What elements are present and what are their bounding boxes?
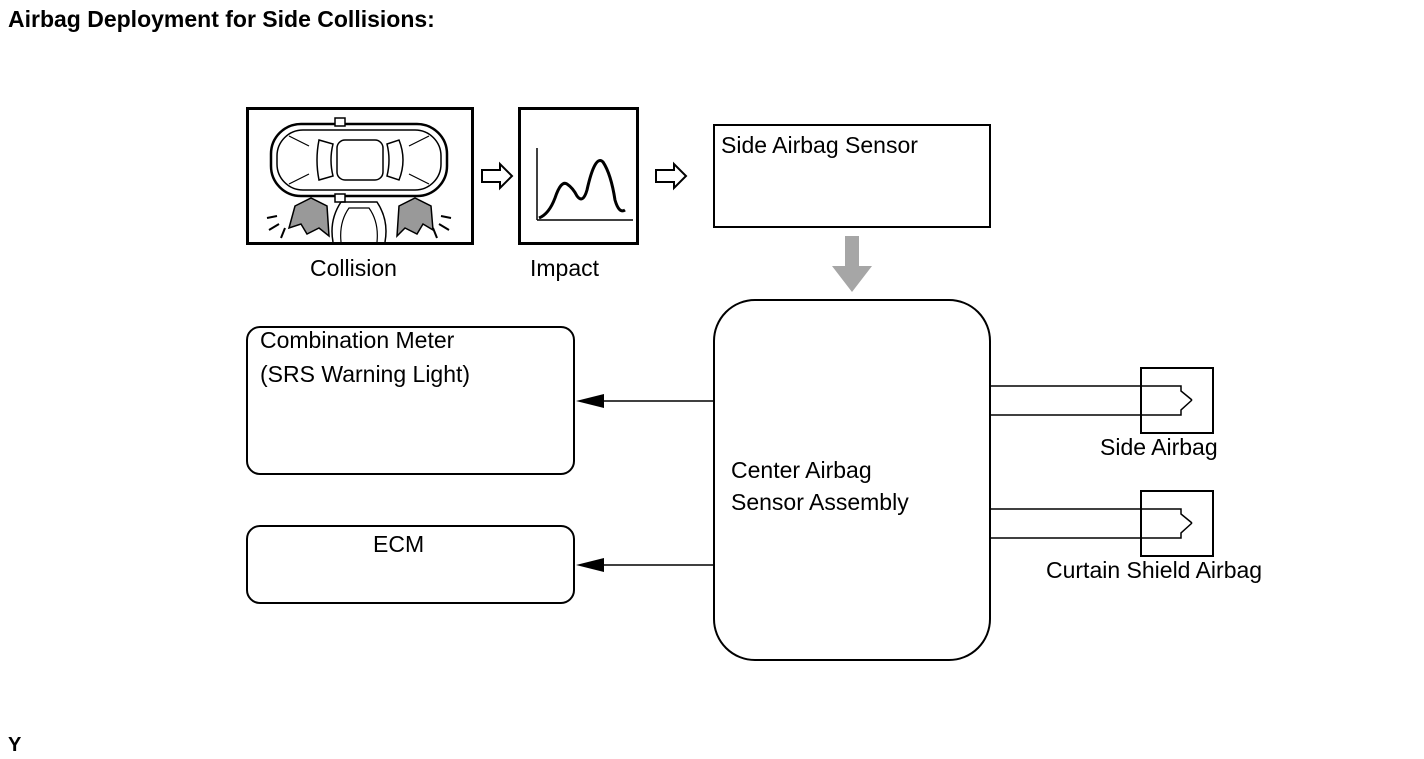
side-airbag-sensor-box — [713, 124, 991, 228]
impact-label: Impact — [530, 255, 600, 281]
combination-meter-box — [246, 326, 575, 475]
combination-meter-label-line2: (SRS Warning Light) — [260, 361, 471, 387]
hollow-arrow-icon — [655, 161, 688, 191]
ecm-box — [246, 525, 575, 604]
side-airbag-label: Side Airbag — [1100, 434, 1218, 460]
impact-graph-box — [518, 107, 639, 245]
diagram-title: Airbag Deployment for Side Collisions: — [8, 6, 435, 32]
collision-image-box — [246, 107, 474, 245]
signal-arrow-down — [832, 236, 872, 292]
center-airbag-sensor-box — [713, 299, 991, 661]
wire-to-side-airbag — [991, 385, 1193, 416]
hollow-arrow-icon — [481, 161, 514, 191]
side-airbag-sensor-label: Side Airbag Sensor — [721, 132, 918, 158]
arrowhead-ecm — [576, 558, 604, 572]
ecm-label: ECM — [373, 531, 425, 557]
combination-meter-label-line1: Combination Meter — [260, 327, 455, 353]
center-sensor-label-line2: Sensor Assembly — [731, 489, 909, 515]
side-airbag-squib-box — [1140, 367, 1214, 434]
collision-label: Collision — [310, 255, 397, 281]
curtain-airbag-squib-box — [1140, 490, 1214, 557]
arrowhead-combination-meter — [576, 394, 604, 408]
impact-waveform-icon — [536, 148, 633, 221]
car-topview-icon — [266, 117, 452, 243]
center-sensor-label-line1: Center Airbag — [731, 457, 872, 483]
figure-code: Y — [8, 734, 22, 756]
wire-to-curtain-airbag — [991, 508, 1193, 539]
curtain-shield-airbag-label: Curtain Shield Airbag — [1046, 557, 1263, 583]
